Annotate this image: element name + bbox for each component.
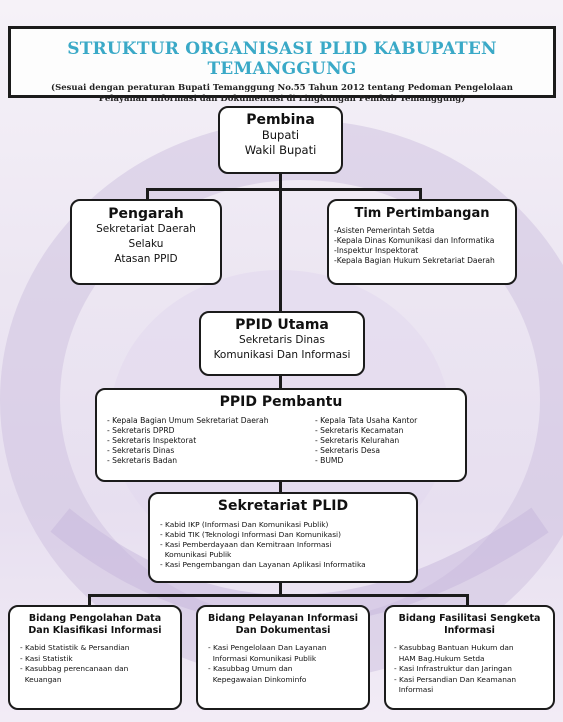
bidang1-heading-line-2: Dan Klasifikasi Informasi xyxy=(28,625,162,636)
pembina-box: Pembina Bupati Wakil Bupati xyxy=(218,106,343,174)
connector-pembantu-sekretariat xyxy=(279,481,282,493)
pembina-line-bupati: Bupati xyxy=(261,128,300,142)
connector-pengarah-up xyxy=(146,188,149,200)
chart-title-box: STRUKTUR ORGANISASI PLID KABUPATEN TEMAN… xyxy=(8,26,556,104)
list-item: - Kasi Statistik xyxy=(20,653,73,663)
list-item: - Kabid IKP (Informasi Dan Komunikasi Pu… xyxy=(160,520,329,529)
list-item: - Kasubbag Bantuan Hukum dan xyxy=(394,643,514,652)
list-item: - Kabid Statistik & Persandian xyxy=(20,643,130,652)
ppid-utama-box: PPID Utama Sekretaris Dinas Komunikasi D… xyxy=(199,311,365,376)
list-item: - Kepala Bagian Umum Sekretariat Daerah xyxy=(107,416,269,425)
list-item: - Sekretaris Dinas xyxy=(107,446,175,455)
list-item: Komunikasi Publik xyxy=(160,550,232,559)
pembina-heading: Pembina xyxy=(246,112,315,128)
list-item: - Kasi Pemberdayaan dan Kemitraan Inform… xyxy=(160,540,332,549)
sekretariat-plid-heading: Sekretariat PLID xyxy=(217,498,349,514)
list-item: - Kasi Pengembangan dan Layanan Aplikasi… xyxy=(160,560,366,569)
ppid-utama-line-1: Sekretaris Dinas xyxy=(239,334,325,346)
list-item: - Kasubbag Umum dan xyxy=(208,664,293,673)
ppid-pembantu-heading: PPID Pembantu xyxy=(219,394,343,410)
list-item: -Inspektur Inspektorat xyxy=(334,246,419,255)
connector-utama-pembantu xyxy=(279,375,282,389)
sekretariat-plid-list: - Kabid IKP (Informasi Dan Komunikasi Pu… xyxy=(160,520,366,570)
pengarah-line-2: Selaku xyxy=(128,238,164,250)
list-item: - Kasi Pengelolaan Dan Layanan xyxy=(208,643,327,652)
list-item: -Kepala Bagian Hukum Sekretariat Daerah xyxy=(334,256,495,265)
list-item: - Sekretaris Desa xyxy=(315,446,381,455)
chart-title: STRUKTUR ORGANISASI PLID KABUPATEN TEMAN… xyxy=(67,39,497,79)
list-item: Informasi Komunikasi Publik xyxy=(208,653,317,663)
ppid-pembantu-left-list: - Kepala Bagian Umum Sekretariat Daerah … xyxy=(107,416,269,466)
list-item: - Kasi Persandian Dan Keamanan xyxy=(394,674,517,684)
bidang2-list: - Kasi Pengelolaan Dan Layanan Informasi… xyxy=(208,643,368,685)
pengarah-line-1: Sekretariat Daerah xyxy=(96,223,196,235)
list-item: - Sekretaris Badan xyxy=(107,456,178,465)
bidang-pengolahan-data-box: Bidang Pengolahan Data Dan Klasifikasi I… xyxy=(8,605,182,710)
bidang1-list: - Kabid Statistik & Persandian - Kasi St… xyxy=(20,643,180,685)
connector-bidang1-up xyxy=(88,594,91,606)
list-item: -Kepala Dinas Komunikasi dan Informatika xyxy=(334,236,495,245)
connector-sekretariat-down xyxy=(279,582,282,596)
ppid-utama-line-2: Komunikasi Dan Informasi xyxy=(213,349,351,361)
chart-subtitle-line-2: Pelayanan Informasi dan Dokumentasi di L… xyxy=(98,94,466,104)
list-item: -Asisten Pemerintah Setda xyxy=(334,226,435,235)
connector-pembina-down xyxy=(279,173,282,313)
list-item: - Sekretaris DPRD xyxy=(107,426,175,435)
list-item: Kepegawaian Dinkominfo xyxy=(208,674,307,684)
tim-pertimbangan-heading: Tim Pertimbangan xyxy=(354,206,490,221)
list-item: - Sekretaris Kelurahan xyxy=(315,436,400,445)
list-item: HAM Bag.Hukum Setda xyxy=(394,653,485,663)
list-item: - Sekretaris Inspektorat xyxy=(107,436,197,445)
connector-tim-up xyxy=(419,188,422,200)
ppid-pembantu-box: PPID Pembantu - Kepala Bagian Umum Sekre… xyxy=(95,388,467,482)
chart-subtitle-line-1: (Sesuai dengan peraturan Bupati Temanggu… xyxy=(51,83,513,93)
list-item: Informasi xyxy=(394,685,434,694)
ppid-pembantu-right-list: - Kepala Tata Usaha Kantor - Sekretaris … xyxy=(315,416,417,466)
tim-pertimbangan-box: Tim Pertimbangan -Asisten Pemerintah Set… xyxy=(327,199,517,285)
list-item: - Kabid TIK (Teknologi Informasi Dan Kom… xyxy=(160,530,341,539)
list-item: - BUMD xyxy=(315,456,344,465)
bidang3-list: - Kasubbag Bantuan Hukum dan HAM Bag.Huk… xyxy=(394,643,553,696)
bidang-fasilitasi-sengketa-box: Bidang Fasilitasi Sengketa Informasi - K… xyxy=(384,605,555,710)
list-item: - Kepala Tata Usaha Kantor xyxy=(315,416,418,425)
ppid-utama-heading: PPID Utama xyxy=(235,317,329,333)
connector-horizontal-lower xyxy=(88,594,468,597)
list-item: - Kasubbag perencanaan dan xyxy=(20,664,129,673)
bidang1-heading-line-1: Bidang Pengolahan Data xyxy=(28,613,162,624)
connector-horizontal-upper xyxy=(146,188,422,191)
bidang3-heading-line-2: Informasi xyxy=(444,625,495,636)
pengarah-box: Pengarah Sekretariat Daerah Selaku Atasa… xyxy=(70,199,222,285)
sekretariat-plid-box: Sekretariat PLID - Kabid IKP (Informasi … xyxy=(148,492,418,583)
bidang-pelayanan-informasi-box: Bidang Pelayanan Informasi Dan Dokumenta… xyxy=(196,605,370,710)
list-item: - Sekretaris Kecamatan xyxy=(315,426,404,435)
tim-pertimbangan-list: -Asisten Pemerintah Setda -Kepala Dinas … xyxy=(334,226,515,266)
pengarah-heading: Pengarah xyxy=(108,206,184,222)
list-item: Keuangan xyxy=(20,674,62,684)
connector-bidang3-up xyxy=(466,594,469,606)
bidang2-heading-line-1: Bidang Pelayanan Informasi xyxy=(207,613,359,624)
pengarah-line-3: Atasan PPID xyxy=(114,253,178,265)
pembina-line-wakil-bupati: Wakil Bupati xyxy=(244,143,317,157)
bidang3-heading-line-1: Bidang Fasilitasi Sengketa xyxy=(398,613,541,624)
bidang2-heading-line-2: Dan Dokumentasi xyxy=(235,625,331,636)
list-item: - Kasi Infrastruktur dan Jaringan xyxy=(394,664,512,673)
